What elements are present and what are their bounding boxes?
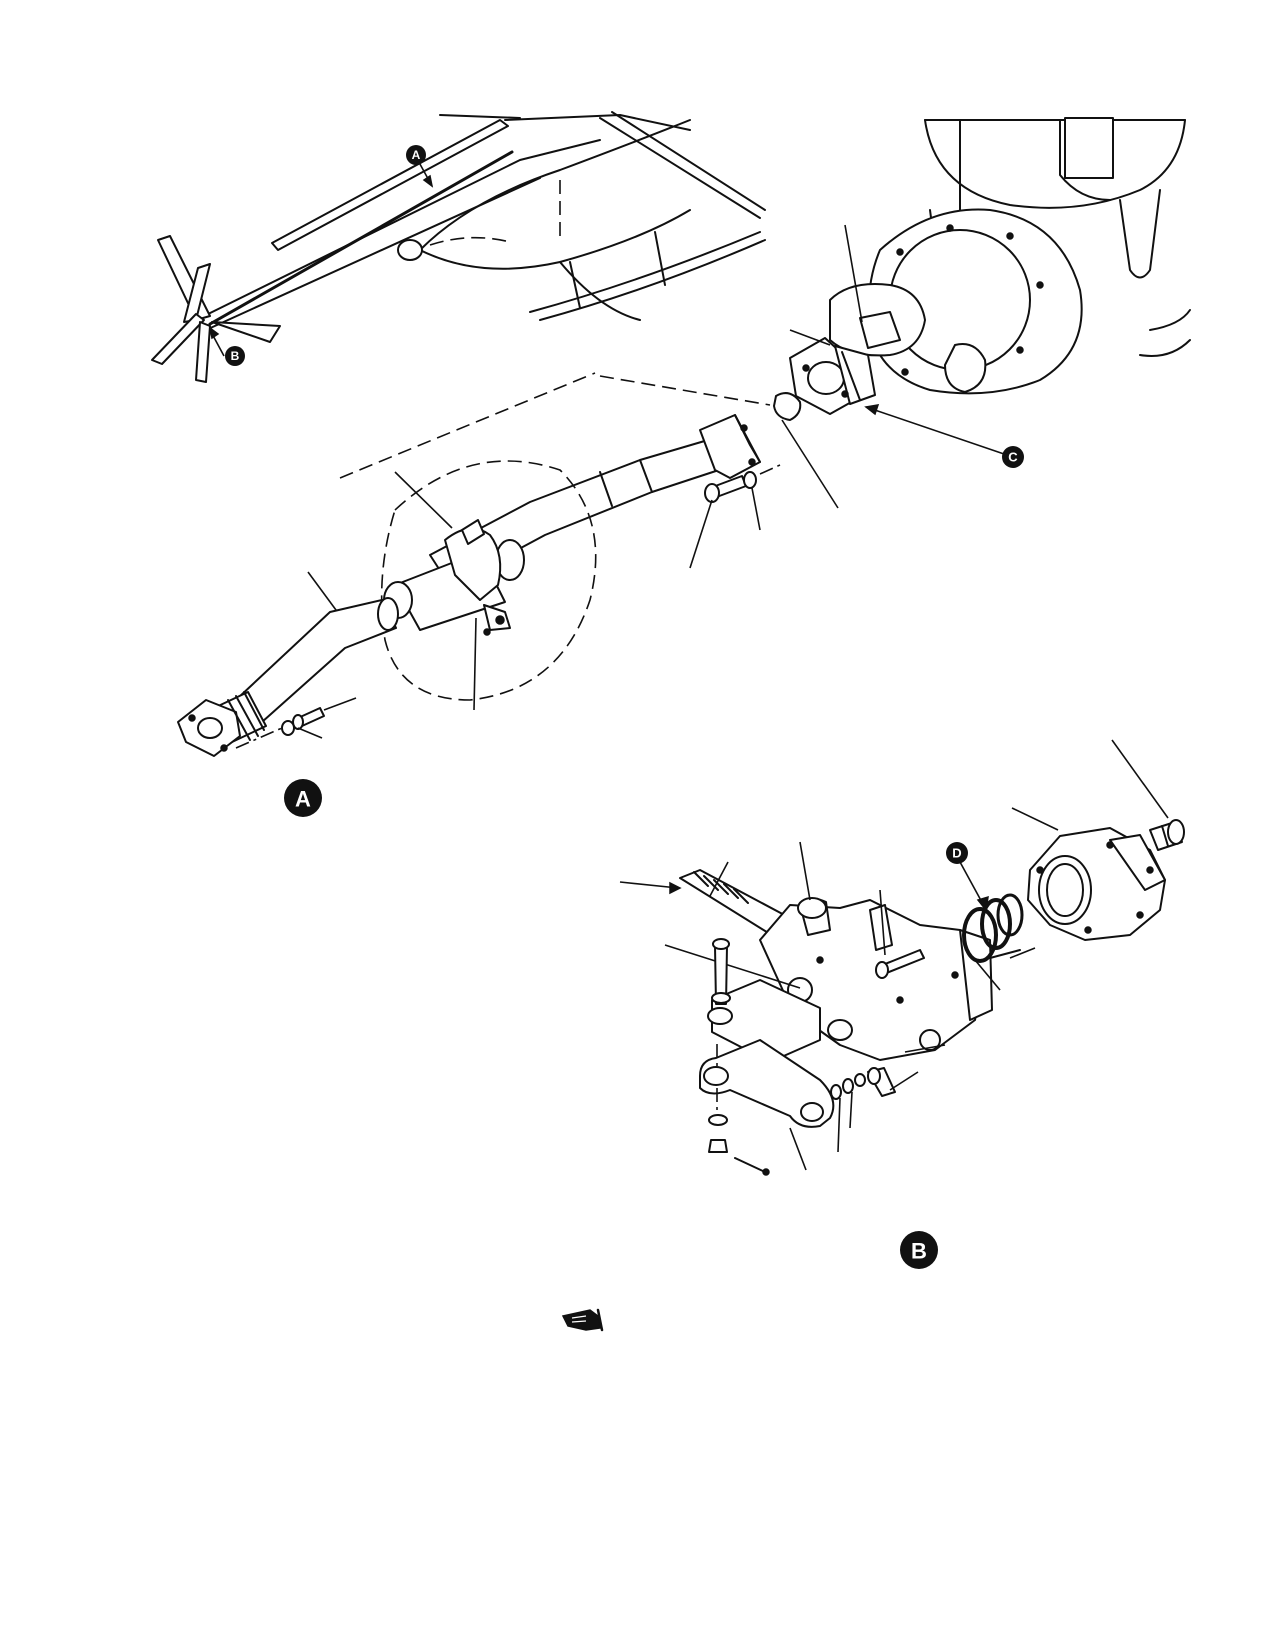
view-b-badge: B [900, 1231, 938, 1269]
callout-leader [844, 224, 863, 323]
callout-leader [307, 571, 337, 611]
arm-hardware [708, 1067, 896, 1176]
hub-plug [1149, 819, 1185, 851]
helicopter-locator-view [151, 111, 766, 383]
svg-text:A: A [412, 148, 421, 162]
callout-leader [974, 959, 1001, 991]
output-hub [1027, 827, 1166, 941]
callout-leader [789, 329, 831, 346]
callout-leader [1011, 807, 1059, 831]
locator-a-badge: A [406, 145, 426, 165]
callout-leader [889, 1071, 919, 1091]
callout-leader [619, 881, 679, 889]
bolt-and-washer [704, 464, 781, 503]
tail-bolt-and-washer [235, 707, 325, 749]
detail-c-arrow [865, 406, 1005, 455]
detail-d-badge: D [946, 842, 968, 864]
svg-text:B: B [231, 349, 240, 363]
callout-leader [1009, 947, 1036, 959]
detail-c-badge: C [1002, 446, 1024, 468]
seal-rings [962, 893, 1024, 963]
locator-b-badge: B [225, 346, 245, 366]
callout-leader [837, 1097, 841, 1153]
coupling-flange [773, 337, 876, 421]
svg-text:A: A [295, 787, 311, 812]
callout-leader [473, 617, 477, 711]
main-transmission [829, 117, 1191, 395]
callout-leader [879, 889, 886, 956]
svg-text:C: C [1008, 450, 1018, 465]
bearing-hanger-disk [380, 460, 597, 701]
aft-drive-shaft [383, 519, 525, 636]
callout-leader [689, 499, 713, 569]
callout-leader [709, 861, 729, 897]
callout-leader [394, 471, 453, 529]
forward-drive-shaft [339, 372, 771, 587]
pointing-hand-icon [561, 1308, 604, 1332]
view-a-badge: A [284, 779, 322, 817]
callout-leader [781, 419, 839, 509]
callout-leader [297, 727, 323, 739]
callout-leader [789, 1127, 807, 1171]
tail-shaft-segment [177, 597, 399, 757]
svg-text:D: D [952, 846, 961, 861]
mounting-bracket [707, 938, 821, 1063]
callout-leader [904, 1044, 946, 1053]
svg-text:B: B [911, 1239, 927, 1264]
callout-leader [849, 1091, 853, 1129]
callout-leader [751, 487, 761, 531]
pitch-control-arm [699, 1039, 835, 1128]
callout-leader [664, 944, 801, 989]
callout-leader [323, 697, 357, 711]
callout-leader [1111, 739, 1169, 819]
callout-leader [799, 841, 811, 901]
